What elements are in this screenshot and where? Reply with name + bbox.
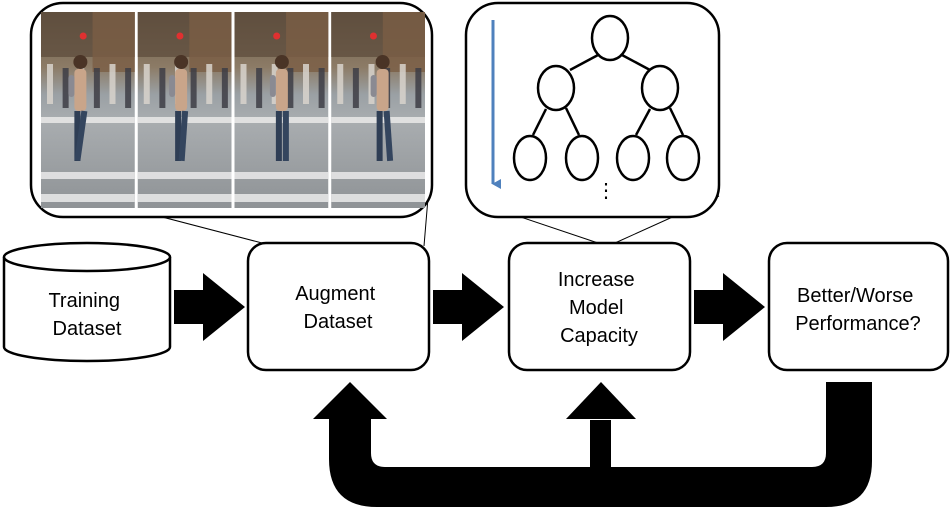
feedback-loop-arrow <box>313 382 872 507</box>
arrow-training-to-augment <box>174 273 245 341</box>
pedestrian-frame <box>234 12 329 208</box>
pedestrian-frame <box>41 12 135 208</box>
performance-node: Better/Worse Performance? <box>767 241 950 372</box>
decision-tree <box>512 14 701 182</box>
performance-label: Better/Worse Performance? <box>795 285 921 335</box>
tree-node-leaf-4 <box>665 134 701 182</box>
tree-ellipsis: ⋮ <box>596 180 616 202</box>
arrow-capacity-to-performance <box>694 273 765 341</box>
training-dataset-label: Training Dataset <box>48 290 125 340</box>
increase-capacity-label: Increase Model Capacity <box>558 269 640 347</box>
pedestrian-frames <box>41 12 425 208</box>
training-dataset-node: Training Dataset <box>2 241 172 363</box>
increase-capacity-node: Increase Model Capacity <box>507 241 692 372</box>
tree-node-leaf-3 <box>615 134 651 182</box>
augment-dataset-label: Augment Dataset <box>295 283 381 333</box>
tree-node-left <box>536 64 576 112</box>
arrow-augment-to-capacity <box>433 273 504 341</box>
pedestrian-frame <box>331 12 425 208</box>
tree-node-leaf-2 <box>564 134 600 182</box>
tree-node-right <box>640 64 680 112</box>
pedestrian-frame <box>137 12 232 208</box>
tree-node-leaf-1 <box>512 134 548 182</box>
augment-dataset-node: Augment Dataset <box>246 241 431 372</box>
tree-node-root <box>590 14 630 62</box>
